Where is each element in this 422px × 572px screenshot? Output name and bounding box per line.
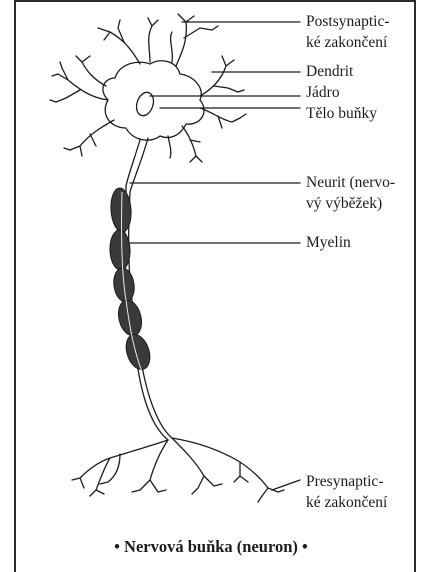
figure-caption: • Nervová buňka (neuron) • [0,537,422,557]
label-postsynaptic-line2: ké zakončení [306,34,387,52]
label-neurit-line2: vý výběžek) [306,195,382,213]
myelin-segment [109,230,130,271]
dendrite-left [56,68,108,102]
dendrite-right [200,56,238,96]
myelin-segment [115,298,145,338]
axon [126,138,148,192]
leader-presynaptic [272,480,300,490]
label-neurit-line1: Neurit (nervo- [306,174,395,192]
label-dendrit: Dendrit [306,63,353,81]
dendrite-lower-left [70,120,114,156]
label-myelin: Myelin [306,234,351,252]
label-presynaptic-line1: Presynaptic- [306,473,383,491]
label-postsynaptic-line1: Postsynaptic- [306,13,390,31]
dendrite-lower-right [182,126,202,162]
dendrite-upper-left [98,20,140,64]
myelin-segment [109,187,132,232]
nucleus [134,90,157,118]
label-presynaptic-line2: ké zakončení [306,494,387,512]
label-jadro: Jádro [306,84,340,102]
myelin-segment [122,331,154,372]
label-telo-bunky: Tělo buňky [306,105,377,123]
